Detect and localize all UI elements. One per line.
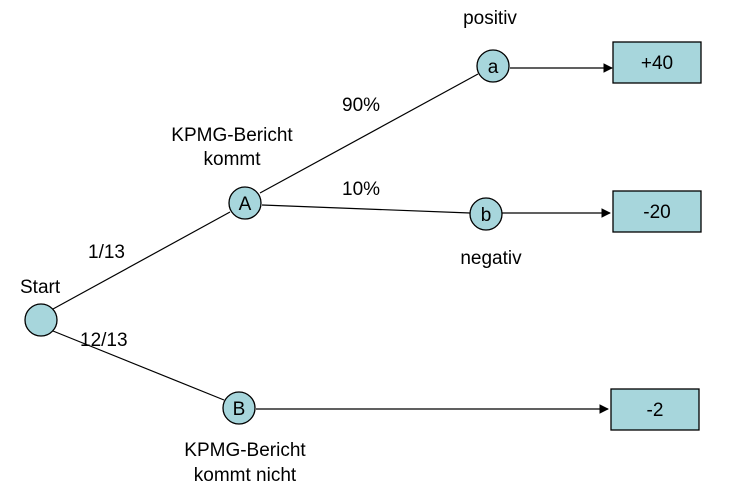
node-A-caption-line1: KPMG-Bericht [171,125,293,146]
prob-start-A: 1/13 [88,242,125,263]
edge-start-to-A [52,211,231,310]
node-A-label: A [239,194,252,215]
outcome-box-b [612,190,702,233]
prob-A-b: 10% [342,179,380,200]
node-B-caption-line2: kommt nicht [194,465,297,486]
start-caption: Start [20,277,61,298]
start-node [24,303,58,337]
edge-A-to-b [261,204,471,214]
prob-start-B: 12/13 [80,330,128,351]
node-A [228,186,262,220]
node-B-caption-line1: KPMG-Bericht [184,440,306,461]
node-a-caption: positiv [463,8,517,29]
node-a-label: a [488,57,499,78]
node-a [476,49,510,83]
prob-A-a: 90% [342,95,380,116]
outcome-value-a: +40 [641,53,673,74]
node-b-caption: negativ [460,248,522,269]
edge-A-to-a [259,73,479,194]
outcome-box-a [612,41,702,84]
node-B-label: B [233,399,246,420]
node-A-caption-line2: kommt [204,149,262,170]
outcome-value-b: -20 [643,202,670,223]
edge-start-to-B [52,330,225,401]
node-b [469,197,503,231]
node-B [222,391,256,425]
outcome-value-B: -2 [647,400,664,421]
node-b-label: b [481,205,492,226]
outcome-box-B [610,388,700,431]
